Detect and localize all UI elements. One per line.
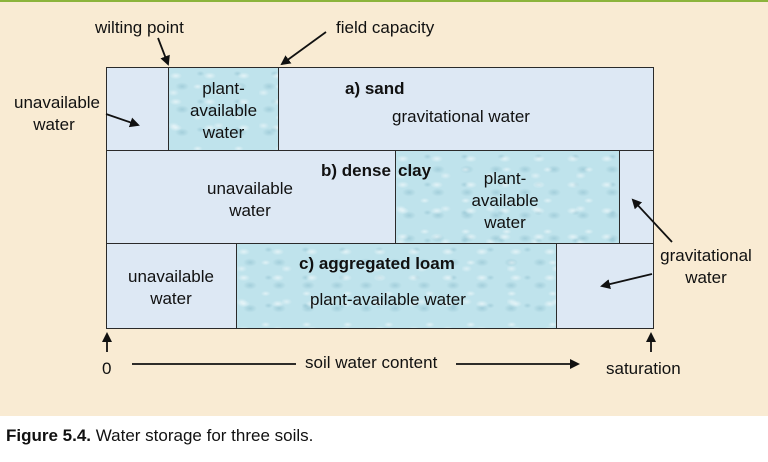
- sand-plant-available-line3: water: [202, 123, 245, 142]
- figure-caption-text: Water storage for three soils.: [91, 426, 314, 445]
- clay-unavailable-line2: water: [229, 201, 271, 220]
- clay-plant-available-cell: [395, 150, 620, 244]
- unavailable-water-left-line1: unavailable: [14, 93, 101, 112]
- clay-title-b: clay: [398, 161, 432, 180]
- clay-plant-available-line3: water: [484, 213, 526, 232]
- loam-plant-available-cell: [236, 243, 557, 329]
- sand-title: a) sand: [345, 79, 405, 98]
- gravitational-loam-arrow: [600, 273, 653, 289]
- unavailable-water-left-label: unavailable water: [14, 92, 101, 136]
- gravitational-clay-arrow: [631, 198, 673, 243]
- clay-plant-available-line2: available: [471, 191, 539, 210]
- sand-unavailable-cell: [106, 67, 169, 151]
- sand-plant-available-line1: plant-: [202, 79, 245, 98]
- field-capacity-label: field capacity: [336, 18, 435, 37]
- figure-caption-prefix: Figure 5.4.: [6, 426, 92, 445]
- axis-title-label: soil water content: [305, 353, 438, 372]
- sand-plant-available-label: plant- available water: [168, 78, 279, 144]
- unavailable-water-left-arrow: [105, 113, 140, 128]
- loam-unavailable-line1: unavailable: [127, 267, 214, 286]
- clay-plant-available-line1: plant-: [483, 169, 527, 188]
- loam-unavailable-line2: water: [150, 289, 192, 308]
- sand-plant-available-line2: available: [189, 101, 258, 120]
- clay-unavailable-cell: [106, 150, 396, 244]
- clay-plant-available-label: plant- available water: [450, 168, 560, 234]
- clay-unavailable-line1: unavailable: [206, 179, 293, 198]
- field-capacity-arrow: [280, 31, 327, 66]
- clay-unavailable-label: unavailable water: [190, 178, 310, 222]
- figure-panel: a) sand plant- available water gravitati…: [0, 0, 768, 416]
- loam-plant-available-label: plant-available water: [310, 290, 466, 309]
- sand-gravitational-label: gravitational water: [392, 107, 530, 126]
- gravitational-water-right-label: gravitational water: [656, 245, 756, 289]
- figure-caption: Figure 5.4. Water storage for three soil…: [6, 426, 313, 446]
- gravitational-water-right-line2: water: [685, 268, 727, 287]
- clay-title-a: b) dense: [321, 161, 391, 180]
- axis-saturation-label: saturation: [606, 359, 681, 378]
- wilting-point-arrow: [157, 37, 170, 66]
- unavailable-water-left-line2: water: [33, 115, 75, 134]
- loam-unavailable-label: unavailable water: [110, 266, 232, 310]
- wilting-point-label: wilting point: [95, 18, 184, 37]
- arrows-layer: [102, 31, 673, 369]
- gravitational-water-right-line1: gravitational: [660, 246, 752, 265]
- loam-unavailable-cell: [106, 243, 237, 329]
- loam-title: c) aggregated loam: [299, 254, 455, 273]
- axis-zero-label: 0: [102, 359, 112, 378]
- clay-gravitational-cell: [619, 150, 654, 244]
- sand-gravitational-cell: [278, 67, 654, 151]
